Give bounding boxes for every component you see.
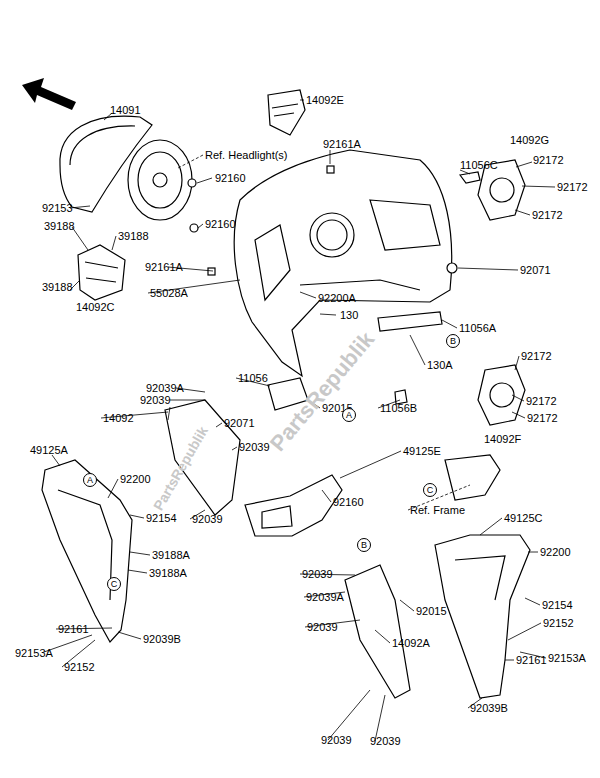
reference-circle: C [107, 577, 121, 591]
callout-number: 39188 [44, 220, 75, 232]
callout-number: 92161A [145, 261, 183, 273]
callout-number: 92154 [542, 599, 573, 611]
callout-number: 39188 [42, 281, 73, 293]
reference-letter: C [111, 579, 118, 589]
callout-number: 11056C [460, 159, 498, 171]
callout-number: 49125E [403, 445, 441, 457]
leader-lines [44, 100, 555, 741]
callout-number: 92154 [146, 512, 177, 524]
callout-number: 11056B [380, 402, 417, 414]
callout-number: 92200 [540, 546, 571, 558]
reference-letter: B [361, 540, 367, 550]
callout-number: 92172 [527, 412, 558, 424]
direction-arrow [22, 78, 76, 110]
reference-circle: B [357, 538, 371, 552]
callout-number: 92039 [192, 513, 223, 525]
callout-number: 92039A [306, 591, 344, 603]
callout-number: 92153A [548, 652, 586, 664]
callout-number: 39188 [118, 230, 149, 242]
callout-number: 92160 [205, 218, 236, 230]
reference-letter: A [346, 410, 352, 420]
callout-number: 92161A [323, 138, 361, 150]
callout-number: 92039 [140, 394, 171, 406]
callout-number: 39188A [149, 567, 187, 579]
callout-number: 92160 [333, 496, 364, 508]
callout-number: 14091 [110, 104, 141, 116]
callout-number: 92200A [318, 292, 356, 304]
callout-number: 92172 [521, 350, 552, 362]
reference-circle: C [423, 483, 437, 497]
callout-number: 92200 [120, 473, 151, 485]
callout-number: 92160 [215, 172, 246, 184]
callout-number: 92152 [64, 661, 95, 673]
callout-number: 92039 [302, 568, 333, 580]
callout-number: 92172 [557, 181, 588, 193]
callout-number: 49125A [30, 444, 68, 456]
reference-letter: A [87, 475, 93, 485]
callout-number: Ref. Frame [410, 504, 465, 516]
callout-number: 92039B [470, 702, 508, 714]
callout-number: 14092 [103, 412, 134, 424]
callout-number: 92039B [143, 633, 181, 645]
reference-letter: C [427, 485, 434, 495]
callout-number: 92015 [416, 605, 447, 617]
fairing-parts [42, 90, 530, 698]
callout-number: 49125C [504, 512, 543, 524]
callout-number: 92153 [42, 202, 73, 214]
callout-number: 92039 [321, 734, 352, 746]
callout-number: 92071 [520, 264, 551, 276]
callout-number: 130A [427, 359, 453, 371]
callout-number: 92071 [224, 417, 255, 429]
callout-number: 55028A [150, 287, 188, 299]
callout-number: 14092A [392, 637, 430, 649]
reference-circle: B [446, 334, 460, 348]
reference-circle: A [83, 473, 97, 487]
callout-number: 92172 [533, 154, 564, 166]
callout-number: 39188A [152, 549, 190, 561]
callout-number: 92152 [543, 617, 574, 629]
reference-circle: A [342, 408, 356, 422]
callout-number: 92153A [15, 647, 53, 659]
callout-number: 92039 [307, 621, 338, 633]
callout-number: 92172 [526, 395, 557, 407]
callout-number: 92039 [370, 735, 401, 747]
reference-letter: B [450, 336, 456, 346]
callout-number: 14092G [510, 134, 549, 146]
callout-number: 92039A [146, 382, 184, 394]
callout-number: 130 [340, 309, 358, 321]
callout-number: 92039 [239, 441, 270, 453]
callout-number: 92161 [516, 654, 547, 666]
callout-number: 92161 [58, 623, 89, 635]
callout-number: 11056A [459, 322, 496, 334]
callout-number: Ref. Headlight(s) [205, 149, 288, 161]
callout-number: 11056 [238, 372, 268, 384]
callout-number: 14092F [484, 433, 521, 445]
callout-number: 14092C [76, 301, 115, 313]
callout-number: 92172 [532, 209, 563, 221]
callout-number: 14092E [306, 94, 344, 106]
